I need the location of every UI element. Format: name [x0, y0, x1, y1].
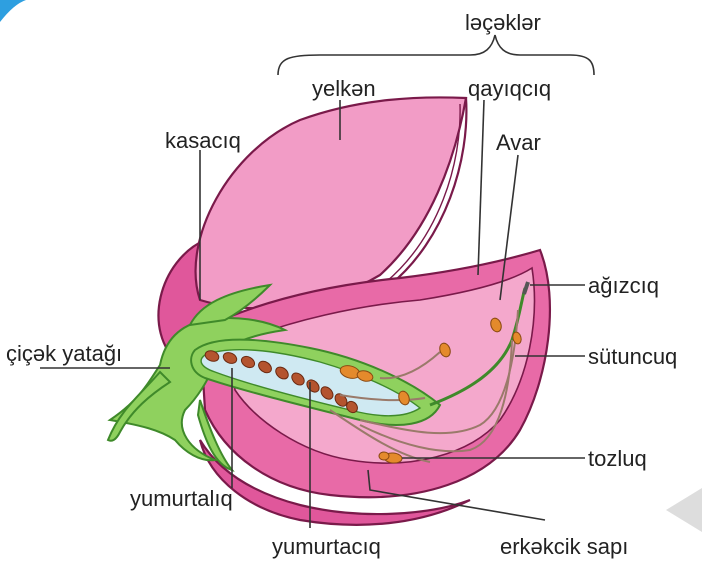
label-sutuncuq: sütuncuq: [588, 344, 677, 369]
leader-qayiqciq: [478, 100, 484, 275]
label-lecekler: ləçəklər: [465, 10, 541, 35]
label-qayiqciq: qayıqcıq: [468, 76, 551, 101]
label-avar: Avar: [496, 130, 541, 155]
label-agizciq: ağızcıq: [588, 273, 659, 298]
label-yumurtaliq: yumurtalıq: [130, 486, 233, 511]
label-kasaciq: kasacıq: [165, 128, 241, 153]
label-yelken: yelkən: [312, 76, 376, 101]
label-cicek-yatagi: çiçək yatağı: [6, 341, 122, 366]
label-tozluq: tozluq: [588, 446, 647, 471]
label-yumurtaciq: yumurtacıq: [272, 534, 381, 559]
corner-accent: [0, 0, 26, 22]
corner-triangle: [666, 488, 702, 532]
petals-brace: [278, 35, 594, 75]
label-erkekcik-sapi: erkəkcik sapı: [500, 534, 628, 559]
anther: [379, 452, 389, 460]
